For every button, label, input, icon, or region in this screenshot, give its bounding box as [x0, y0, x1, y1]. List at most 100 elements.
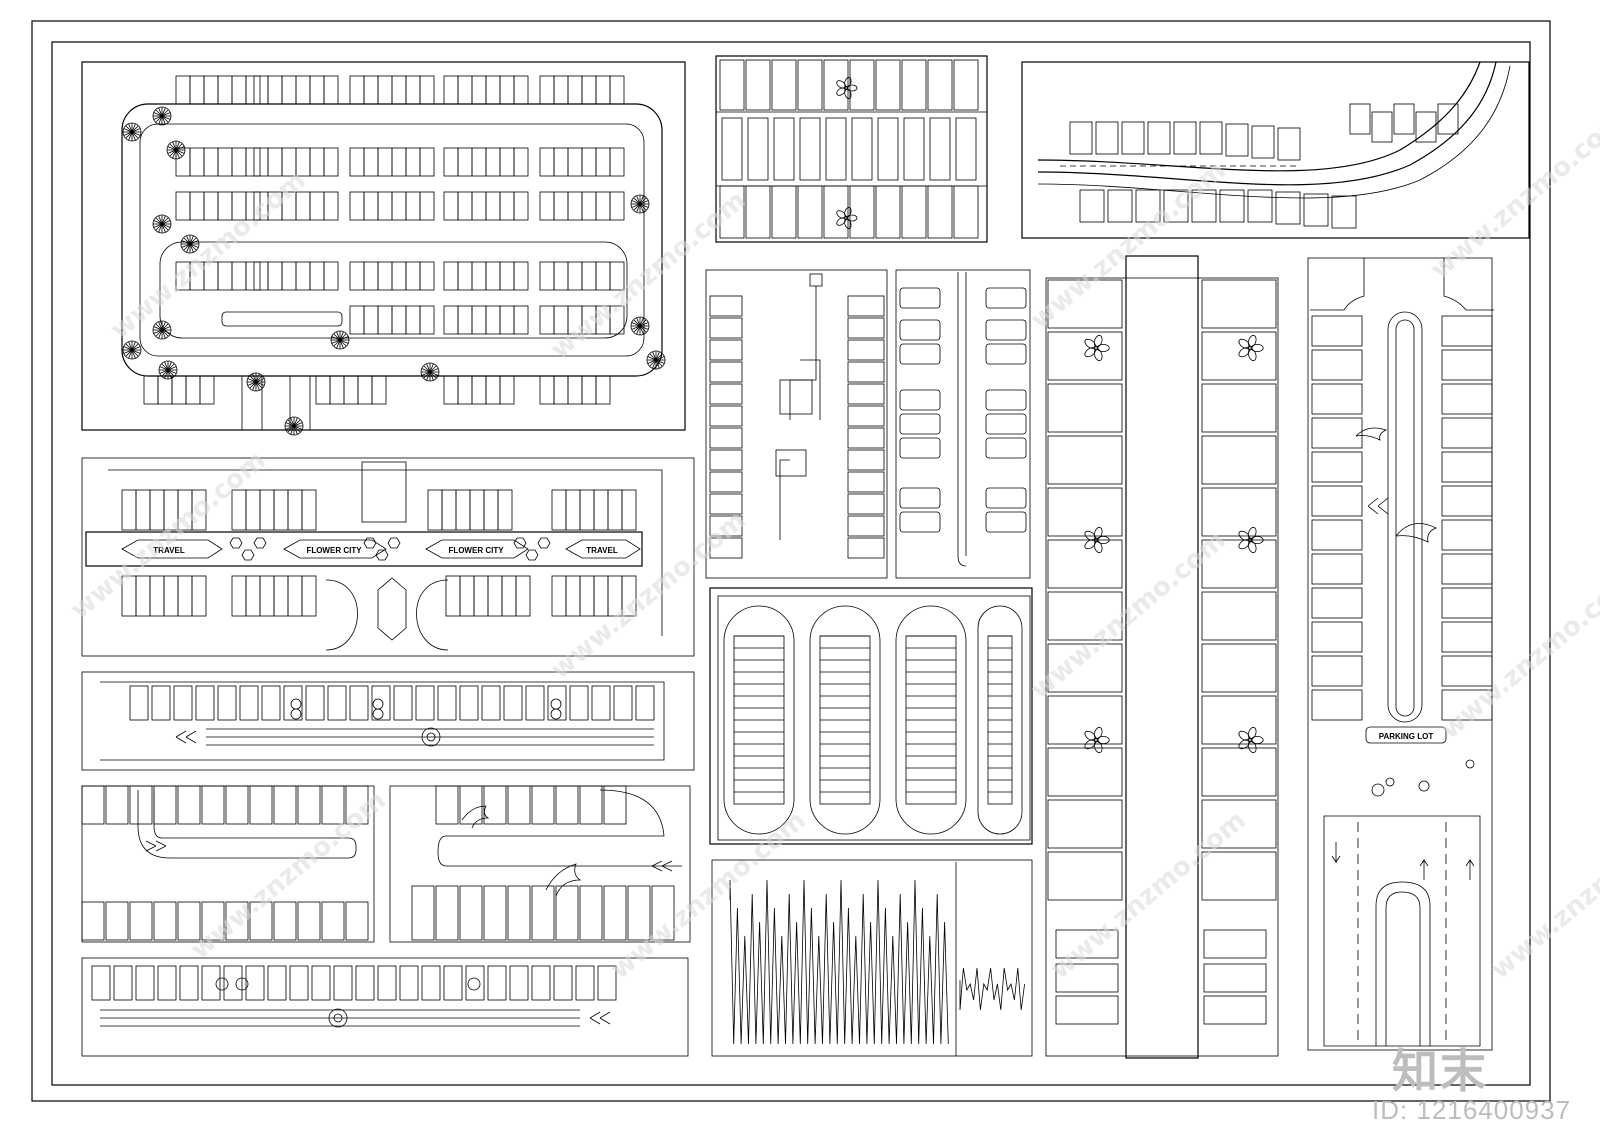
parking-stall [305, 685, 325, 721]
tree-branch [252, 373, 257, 383]
signage-box [1055, 929, 1119, 959]
parking-stall [609, 305, 625, 335]
tree-branch [655, 356, 665, 361]
tree-branch [161, 115, 169, 123]
parking-stall [457, 191, 473, 221]
parking-stall [363, 261, 379, 291]
parking-stall [405, 261, 421, 291]
parking-stall [567, 261, 583, 291]
parking-stall [899, 487, 941, 509]
tree-branch [167, 361, 172, 371]
parking-stall [1047, 643, 1123, 693]
panel-parking-lot-dolphins: PARKING LOT [1307, 257, 1494, 1051]
parking-stall [483, 489, 499, 531]
panel-icon-stalls [715, 55, 988, 243]
parking-stall [899, 389, 941, 411]
parking-stall [1121, 121, 1145, 155]
tree-branch [175, 149, 185, 154]
parking-stall [349, 685, 369, 721]
parking-stall [309, 147, 325, 177]
parking-stall [485, 375, 501, 405]
parking-stall [1311, 519, 1363, 551]
parking-stall [1047, 747, 1123, 797]
parking-stall [465, 965, 485, 1001]
parking-stall [333, 965, 353, 1001]
tree-branch [128, 123, 133, 133]
parking-stall [1441, 655, 1493, 687]
flower-center [1247, 537, 1253, 543]
parking-stall [719, 185, 745, 239]
parking-stall [377, 965, 397, 1001]
parking-stall [177, 901, 201, 941]
parking-stall [157, 375, 173, 405]
parking-stall [435, 885, 459, 941]
parking-stall [485, 261, 501, 291]
tree-branch [293, 417, 298, 427]
parking-stall [1311, 383, 1363, 415]
parking-stall [877, 117, 899, 181]
signage-box [1203, 929, 1267, 959]
parking-stall [487, 575, 503, 617]
parking-stall [1147, 121, 1171, 155]
watermark-text: www.znzmo.com [1025, 525, 1231, 705]
tree-branch [131, 131, 141, 136]
tree-branch [647, 356, 657, 361]
parking-lot-label: PARKING LOT [1379, 732, 1434, 741]
signage-box [1203, 995, 1267, 1025]
tree-branch [161, 369, 169, 377]
parking-stall [771, 59, 797, 111]
parking-stall [391, 147, 407, 177]
parking-stall [301, 575, 317, 617]
tree-branch [161, 329, 171, 334]
tree-branch [158, 115, 163, 125]
parking-stall [513, 75, 529, 105]
parking-stall [621, 575, 637, 617]
parking-stall [709, 339, 743, 361]
parking-stall [149, 575, 165, 617]
parking-stall [377, 75, 393, 105]
flower-icon [1084, 338, 1096, 349]
parking-stall [471, 191, 487, 221]
parking-stall [1437, 103, 1459, 135]
parking-stall [721, 117, 743, 181]
tree-branch [426, 371, 431, 381]
parking-stall [323, 75, 339, 105]
parking-stall [245, 75, 261, 105]
parking-stall [1219, 189, 1245, 223]
parking-stall [581, 147, 597, 177]
parking-stall [405, 191, 421, 221]
hexagon-icon [525, 549, 539, 561]
parking-stall [899, 319, 941, 341]
tree-branch [655, 359, 663, 367]
parking-stall [377, 147, 393, 177]
parking-stall [579, 489, 595, 531]
parking-stall [635, 685, 655, 721]
flower-center [1093, 537, 1099, 543]
tree-branch [287, 419, 295, 427]
watermark-text: www.znzmo.com [1485, 805, 1600, 985]
tree-branch [167, 146, 177, 151]
parking-stall [1441, 315, 1493, 347]
parking-stall [1079, 189, 1105, 223]
tree-branch [636, 203, 641, 213]
parking-stall [259, 489, 275, 531]
tree-branch [633, 203, 641, 211]
tree-branch [123, 349, 133, 354]
parking-stall [985, 343, 1027, 365]
flower-icon [1093, 348, 1103, 362]
parking-stall [371, 375, 387, 405]
tree-branch [649, 353, 657, 361]
parking-stall [245, 489, 261, 531]
panel-loop-lot [709, 587, 1033, 845]
tree-branch [652, 351, 657, 361]
hexagon-icon [375, 549, 389, 561]
parking-stall [745, 59, 771, 111]
tree-branch [639, 195, 644, 205]
parking-stall [503, 685, 523, 721]
tree-branch [172, 149, 177, 159]
parking-stall [953, 185, 979, 239]
parking-stall [249, 785, 273, 825]
brand-watermark: 知末 [1392, 1044, 1488, 1098]
hexagon-icon [363, 537, 377, 549]
